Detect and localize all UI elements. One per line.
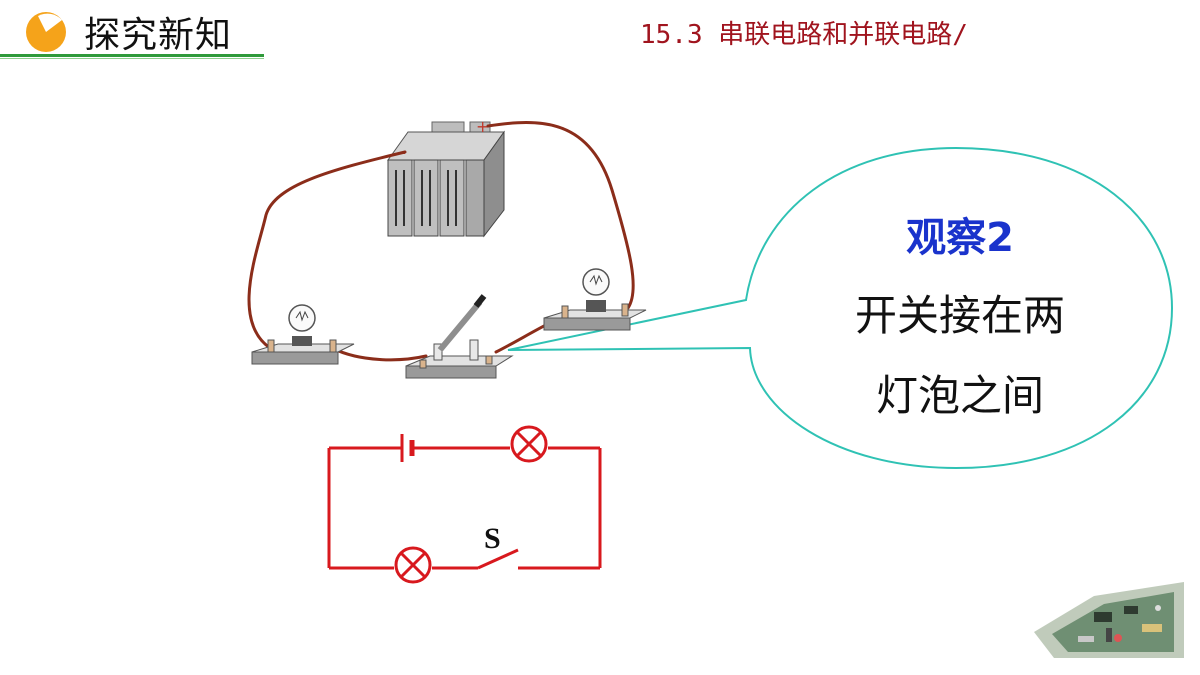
schematic-diagram xyxy=(327,446,602,570)
pie-chart-logo-icon xyxy=(26,12,66,52)
positive-terminal-sign: + xyxy=(476,117,489,136)
callout-line-2: 灯泡之间 xyxy=(875,371,1044,420)
callout-line-1: 开关接在两 xyxy=(854,291,1065,340)
speech-bubble xyxy=(507,146,1174,470)
title-underline xyxy=(0,54,264,57)
section-title: 探究新知 xyxy=(84,15,233,56)
schematic-lamp-bottom-icon xyxy=(394,546,432,584)
knife-switch-icon xyxy=(405,294,514,379)
title-underline-thin xyxy=(0,58,264,59)
switch-label: S xyxy=(484,522,501,555)
schematic-battery-symbol xyxy=(400,434,415,462)
connecting-wires xyxy=(247,121,635,362)
battery-pack-icon xyxy=(387,121,505,238)
callout-heading: 观察2 xyxy=(906,215,1014,261)
lesson-title: 15.3 串联电路和并联电路/ xyxy=(640,20,968,50)
right-bulb-icon xyxy=(543,268,647,331)
circuit-board-decoration-icon xyxy=(1034,582,1184,658)
schematic-lamp-top-icon xyxy=(510,425,548,463)
left-bulb-icon xyxy=(251,304,355,365)
